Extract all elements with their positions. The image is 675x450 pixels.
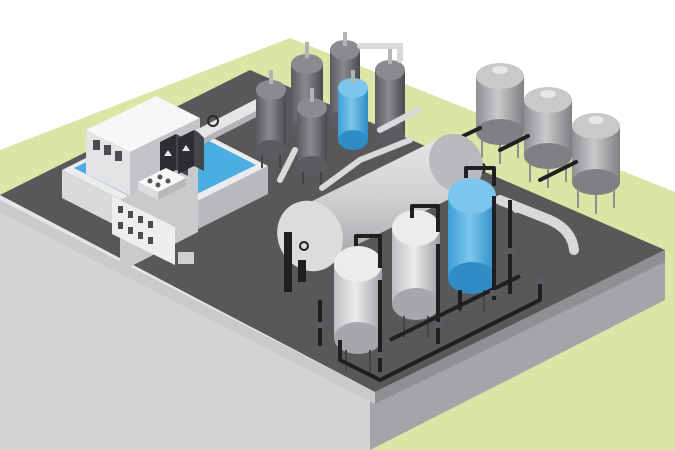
- front-tank-light-2: [392, 210, 440, 338]
- storage-silo-icon: [524, 87, 572, 188]
- filtration-tank-group-dark: [256, 32, 421, 191]
- window: [93, 140, 100, 150]
- filtration-tank-blue: [338, 70, 368, 150]
- filtration-tank-icon: [256, 70, 286, 160]
- horizontal-storage-tank: [277, 133, 483, 292]
- valve-icon: [207, 115, 219, 127]
- perimeter-wall-left-face: [0, 200, 375, 404]
- slab-left-face: [0, 200, 370, 450]
- pipe-network: [318, 166, 542, 382]
- filtration-tank-icon: [297, 88, 327, 176]
- storage-silo-group: [453, 63, 620, 214]
- control-building: [62, 96, 268, 272]
- window: [104, 145, 111, 155]
- pipe-icon: [196, 96, 270, 144]
- front-tank-light-1: [334, 246, 382, 372]
- storage-silo-icon: [572, 113, 620, 214]
- valve-icon: [316, 248, 545, 358]
- electrical-cabinet-icon: [160, 130, 204, 178]
- perimeter-wall-right-face: [375, 250, 665, 404]
- front-tank-blue: [448, 178, 496, 312]
- storage-silo-icon: [476, 63, 524, 164]
- slab-right-face: [370, 252, 665, 450]
- window: [115, 151, 122, 161]
